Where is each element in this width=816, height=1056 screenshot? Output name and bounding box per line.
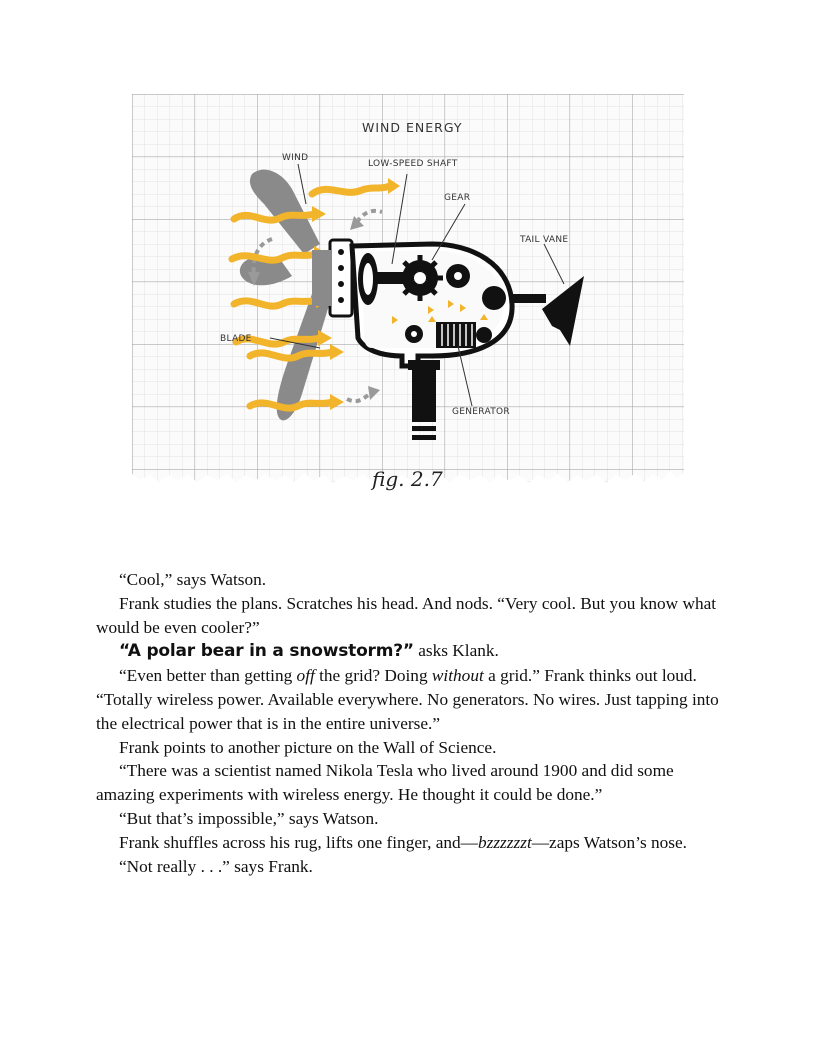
- nacelle-body: [349, 241, 515, 369]
- paragraph: “There was a scientist named Nikola Tesl…: [96, 761, 674, 805]
- tower: [408, 360, 440, 440]
- figure-caption: fig. 2.7: [370, 467, 443, 491]
- story-text: “Cool,” says Watson. Frank studies the p…: [96, 568, 728, 878]
- paragraph: Frank shuffles across his rug, lifts one…: [119, 832, 687, 852]
- emphasis: without: [431, 666, 484, 686]
- diagram-title: WIND ENERGY: [362, 120, 463, 135]
- paragraph: “But that’s impossible,” says Watson.: [119, 808, 379, 828]
- paragraph: “Not really . . .” says Frank.: [119, 856, 313, 876]
- paragraph: Frank points to another picture on the W…: [119, 737, 497, 757]
- callout-low-speed-shaft: LOW-SPEED SHAFT: [368, 159, 458, 169]
- tail-vane: [512, 276, 584, 346]
- callout-blade: BLADE: [220, 334, 252, 344]
- callout-generator: GENERATOR: [452, 407, 510, 417]
- emphasis: off: [296, 666, 315, 686]
- rotation-arrows: [251, 208, 383, 404]
- paragraph-klank: “A polar bear in a snowstorm?” asks Klan…: [119, 641, 499, 662]
- paragraph: “Cool,” says Watson.: [119, 570, 267, 589]
- paragraph: Frank studies the plans. Scratches his h…: [96, 593, 717, 637]
- turbine-hub: [312, 238, 354, 318]
- callout-tail-vane: TAIL VANE: [519, 235, 568, 245]
- wind-arrows: [228, 182, 394, 412]
- wind-turbine-diagram: WIND ENERGY: [132, 94, 684, 491]
- paragraph: “Even better than getting off the grid? …: [96, 666, 719, 733]
- wind-energy-figure: WIND ENERGY: [132, 94, 684, 534]
- callout-gear: GEAR: [444, 193, 470, 203]
- callout-wind: WIND: [282, 153, 308, 163]
- emphasis: bzzzzzzt: [477, 832, 532, 852]
- klank-dialogue: “A polar bear in a snowstorm?”: [119, 641, 414, 662]
